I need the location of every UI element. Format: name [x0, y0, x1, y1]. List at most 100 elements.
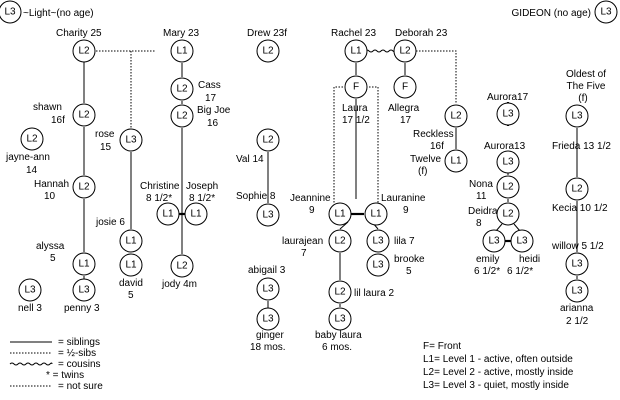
svg-text:L3: L3 — [125, 135, 137, 146]
label-jeannine-age: 9 — [309, 205, 315, 216]
svg-text:L3: L3 — [78, 285, 90, 296]
legend-siblings: = siblings — [58, 337, 100, 348]
node-bigjoe: L2 — [170, 104, 194, 128]
label-lila: lila 7 — [394, 236, 415, 247]
label-heidi-age: 6 1/2* — [507, 266, 533, 277]
label-brooke-age: 5 — [406, 266, 412, 277]
legend-cousins: = cousins — [58, 359, 101, 370]
label-alyssa-age: 5 — [50, 253, 56, 264]
legend-level2: L2= Level 2 - active, mostly inside — [423, 367, 574, 378]
label-emily-age: 6 1/2* — [474, 266, 500, 277]
label-christine-age: 8 1/2* — [146, 193, 172, 204]
svg-text:L3: L3 — [372, 236, 384, 247]
label-allegra: Allegra — [388, 103, 420, 114]
label-alyssa: alyssa — [36, 241, 65, 252]
label-nell: nell 3 — [18, 303, 42, 314]
label-nona: Nona — [469, 179, 493, 190]
label-joseph-age: 8 1/2* — [189, 193, 215, 204]
svg-text:L3: L3 — [372, 260, 384, 271]
node-cass: L2 — [170, 77, 194, 101]
svg-text:L2: L2 — [399, 46, 411, 57]
legend-front: F= Front — [423, 341, 461, 352]
label-david-age: 5 — [128, 290, 134, 301]
node-laurajean: L2 — [328, 229, 352, 253]
svg-text:L3: L3 — [571, 259, 583, 270]
legend-twins: * = twins — [46, 370, 84, 381]
label-josie: josie 6 — [95, 217, 125, 228]
svg-text:L3: L3 — [571, 111, 583, 122]
label-willow: willow 5 1/2 — [551, 241, 604, 252]
svg-text:L2: L2 — [502, 182, 514, 193]
svg-text:L1: L1 — [370, 209, 382, 220]
label-mary: Mary 23 — [163, 28, 200, 39]
label-bigjoe: Big Joe — [197, 105, 231, 116]
node-rose: L3 — [119, 128, 143, 152]
svg-text:L1: L1 — [78, 259, 90, 270]
node-josie: L1 — [119, 229, 143, 253]
label-heidi: heidi — [519, 254, 540, 265]
label-laura-age: 17 1/2 — [342, 115, 370, 126]
label-cass: Cass — [198, 80, 221, 91]
label-shawn: shawn — [33, 102, 62, 113]
svg-text:L1: L1 — [162, 209, 174, 220]
label-abigail: abigail 3 — [248, 265, 286, 276]
node-light: L3 — [0, 0, 22, 24]
svg-text:L3: L3 — [262, 210, 274, 221]
label-cass-age: 17 — [205, 93, 217, 104]
node-deidra: L2 — [496, 202, 520, 226]
node-rachel: L1 — [344, 39, 368, 63]
node-jayneann: L2 — [20, 127, 44, 151]
node-babylaura: L3 — [328, 307, 352, 331]
node-lauranine: L1 — [364, 202, 388, 226]
node-heidi: L3 — [510, 229, 534, 253]
link-deidra-heidi — [513, 223, 521, 232]
node-brooke: L3 — [366, 253, 390, 277]
label-penny: penny 3 — [64, 303, 100, 314]
node-shawn: L2 — [72, 103, 96, 127]
label-jody: jody 4m — [161, 279, 197, 290]
svg-text:L2: L2 — [334, 287, 346, 298]
label-hannah: Hannah — [34, 179, 69, 190]
label-rachel: Rachel 23 — [331, 28, 376, 39]
svg-text:F: F — [353, 82, 359, 93]
label-emily: emily — [476, 254, 499, 265]
svg-text:L2: L2 — [262, 135, 274, 146]
node-deborah: L2 — [393, 39, 417, 63]
svg-text:L3: L3 — [488, 236, 500, 247]
label-aurora17: Aurora17 — [487, 92, 529, 103]
label-lauranine-age: 9 — [403, 205, 409, 216]
svg-text:L1: L1 — [176, 46, 188, 57]
node-aurora13: L3 — [496, 150, 520, 174]
nodes: L3 L3 L2 L1 L2 L1 L2 L2 L2 L2 L3 L2 L2 L… — [0, 0, 618, 331]
svg-text:L3: L3 — [516, 236, 528, 247]
label-val: Val 14 — [236, 154, 264, 165]
node-willow: L3 — [565, 252, 589, 276]
svg-text:L3: L3 — [262, 314, 274, 325]
label-twelve: Twelve — [410, 154, 442, 165]
svg-text:L1: L1 — [334, 209, 346, 220]
svg-text:L3: L3 — [262, 284, 274, 295]
node-lila: L3 — [366, 229, 390, 253]
svg-text:L3: L3 — [334, 314, 346, 325]
svg-text:L2: L2 — [450, 111, 462, 122]
svg-text:L1: L1 — [350, 46, 362, 57]
node-david: L1 — [119, 253, 143, 277]
label-christine: Christine — [140, 181, 180, 192]
svg-text:L3: L3 — [24, 285, 36, 296]
node-twelve: L1 — [444, 149, 468, 173]
label-arianna: arianna — [560, 303, 594, 314]
node-alyssa: L1 — [72, 252, 96, 276]
label-jeannine: Jeannine — [290, 193, 331, 204]
label-frieda: Frieda 13 1/2 — [552, 141, 611, 152]
cousin-link-rachel-deborah — [364, 49, 398, 53]
svg-text:L2: L2 — [502, 209, 514, 220]
node-mary: L1 — [170, 39, 194, 63]
notsure-bracket-laura — [333, 86, 379, 204]
label-oldest-1: Oldest of — [566, 69, 606, 80]
legend-notsure: = not sure — [58, 381, 103, 392]
node-frieda: L3 — [565, 104, 589, 128]
label-reckless-age: 16f — [430, 141, 444, 152]
svg-text:L1: L1 — [125, 260, 137, 271]
label-lillaura: lil laura 2 — [354, 288, 394, 299]
